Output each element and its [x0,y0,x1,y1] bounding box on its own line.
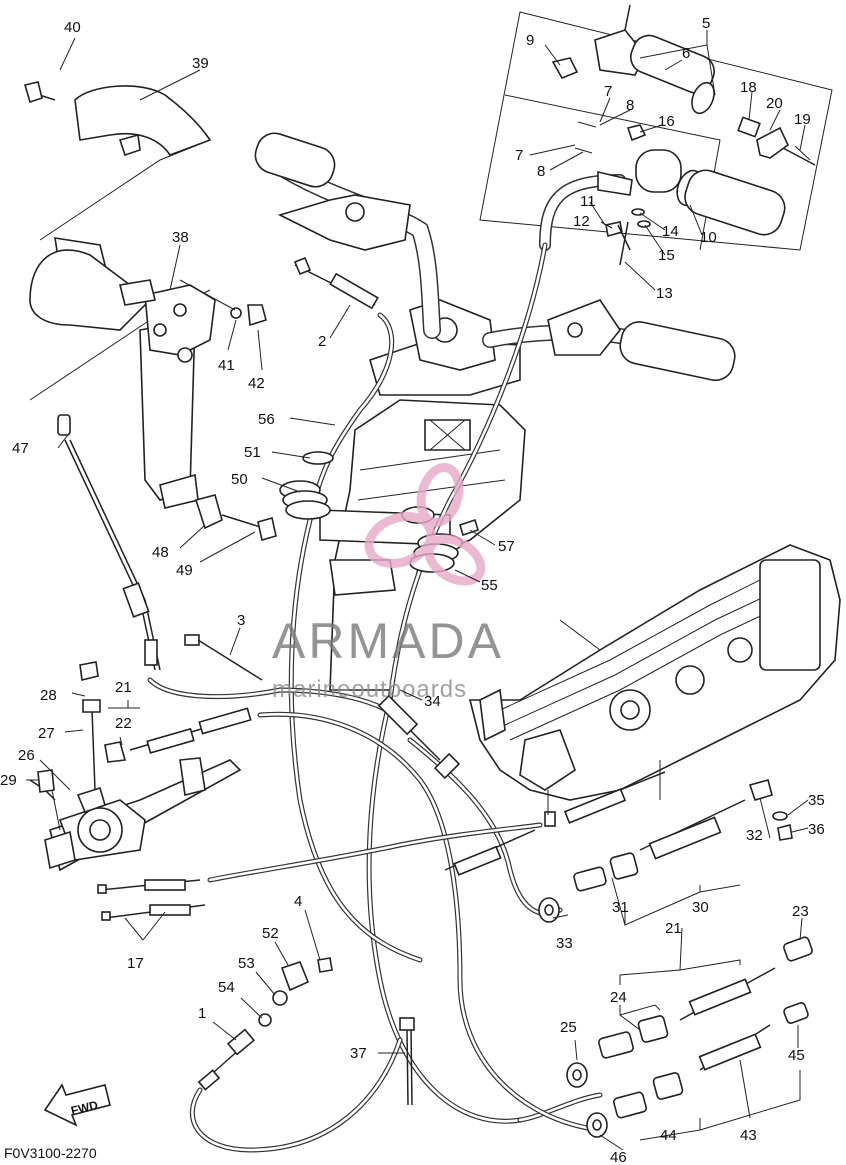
callout-21-left: 21 [115,679,132,696]
callout-47: 47 [12,440,29,457]
cable-tie-37 [399,1017,415,1106]
leader-lines [26,30,809,1151]
callout-43: 43 [740,1127,757,1144]
watermark-tagline: marineoutboards [272,676,467,703]
callout-14: 14 [662,223,679,240]
callout-26: 26 [18,747,35,764]
shift-bracket [29,661,242,872]
throttle-assembly [479,4,833,266]
callout-55: 55 [481,577,498,594]
callout-36: 36 [808,821,825,838]
callout-17: 17 [127,955,144,972]
callout-54: 54 [218,979,235,996]
lever-cover [23,81,212,157]
callout-52: 52 [262,925,279,942]
callout-41: 41 [218,357,235,374]
callout-labels: 40 39 38 41 42 2 56 51 50 57 55 48 49 47… [0,15,825,1165]
callout-6: 6 [682,45,690,62]
callout-5: 5 [702,15,710,32]
callout-46: 46 [610,1149,627,1165]
callout-48: 48 [152,544,169,561]
callout-51: 51 [244,444,261,461]
shift-rod [57,414,161,671]
callout-34: 34 [424,693,441,710]
callout-11: 11 [580,193,596,210]
cable-ends-17 [97,879,206,921]
callout-31: 31 [612,899,629,916]
callout-39: 39 [192,55,209,72]
cable-tie-3 [184,634,263,681]
callout-8-bottom: 8 [537,163,545,180]
small-parts-left [197,957,333,1091]
callout-37: 37 [350,1045,367,1062]
callout-45: 45 [788,1047,805,1064]
watermark: ARMADA marineoutboards [272,463,504,703]
callout-21-right: 21 [665,920,682,937]
diagram-code: F0V3100-2270 [4,1145,97,1161]
callout-13: 13 [656,285,673,302]
callout-25: 25 [560,1019,577,1036]
callout-49: 49 [176,562,193,579]
callout-7-bottom: 7 [515,147,523,164]
callout-24: 24 [610,989,627,1006]
callout-16: 16 [658,113,675,130]
callout-12: 12 [573,213,590,230]
callout-9: 9 [526,32,534,49]
callout-3: 3 [237,612,245,629]
callout-30: 30 [692,899,709,916]
callout-50: 50 [231,471,248,488]
callout-40: 40 [64,19,81,36]
callout-42: 42 [248,375,265,392]
choke-cable [288,256,423,963]
callout-57: 57 [498,538,515,555]
callout-1: 1 [198,1005,206,1022]
callout-28: 28 [40,687,57,704]
reverse-lever [29,139,277,542]
callout-53: 53 [238,955,255,972]
callout-27: 27 [38,725,55,742]
fwd-arrow-icon: FWD [43,1083,111,1127]
cable-end-21 [129,707,252,754]
engine-unit [468,544,841,801]
callout-8-top: 8 [626,97,634,114]
fittings-group [538,779,813,1138]
callout-18: 18 [740,79,757,96]
callout-15: 15 [658,247,675,264]
handlebar [254,132,736,382]
callout-29: 29 [0,772,17,789]
callout-32: 32 [746,827,763,844]
callout-10: 10 [700,229,717,246]
callout-44: 44 [660,1127,677,1144]
watermark-brand: ARMADA [272,613,504,669]
callout-7-top: 7 [604,83,612,100]
callout-4: 4 [294,893,302,910]
callout-2: 2 [318,333,326,350]
callout-35: 35 [808,792,825,809]
callout-38: 38 [172,229,189,246]
watermark-logo-icon [364,463,486,586]
shift-cables [147,677,666,1153]
callout-23: 23 [792,903,809,920]
callout-33: 33 [556,935,573,952]
callout-20: 20 [766,95,783,112]
callout-22: 22 [115,715,132,732]
callout-19: 19 [794,111,811,128]
callout-56: 56 [258,411,275,428]
fwd-label: FWD [69,1098,99,1118]
